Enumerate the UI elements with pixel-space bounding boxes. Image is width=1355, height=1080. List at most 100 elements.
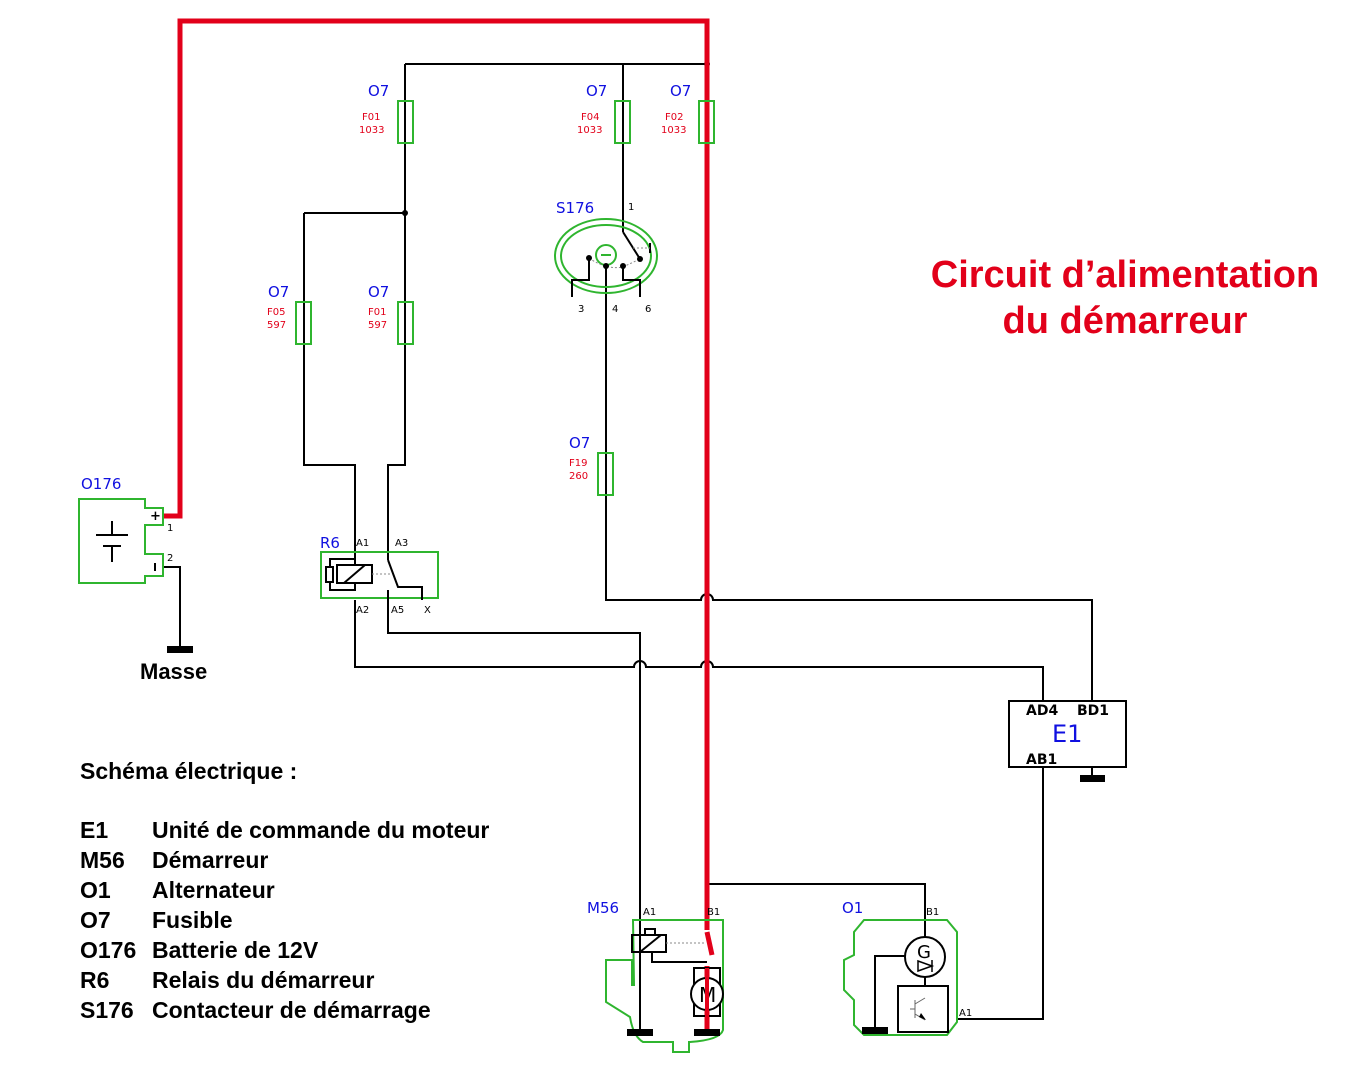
regulator-box: [897, 985, 949, 1033]
pin-label: A5: [391, 605, 404, 616]
relay-outline: [320, 551, 439, 599]
battery-outline: [78, 498, 164, 584]
legend-label: Unité de commande du moteur: [152, 817, 490, 843]
ecu-box: [1008, 700, 1127, 768]
wire-relay-a5-to-starter: [387, 600, 641, 1030]
fuse-ref-label: O7: [368, 283, 389, 301]
wire-ecu-to-alternator: [957, 767, 1044, 1020]
relay-ref-label: R6: [320, 534, 340, 552]
ground-icon: [862, 1027, 888, 1034]
ground-icon: [167, 646, 193, 653]
legend-code: O1: [80, 877, 111, 903]
diode-icon: [917, 959, 935, 973]
fuse-f01-1033: [397, 100, 414, 144]
pin-label: AD4: [1026, 703, 1058, 719]
legend-code: R6: [80, 967, 110, 993]
legend-code: S176: [80, 997, 134, 1023]
wire-relay-a2-to-ecu: [354, 600, 1044, 702]
ground-icon: [627, 1029, 653, 1036]
pin-label: BD1: [1077, 703, 1109, 719]
wire-battery-ground: [164, 566, 181, 648]
fuse-rating-label: 597: [267, 320, 286, 331]
fuses: O7 F01 1033 O7 F04 1033 O7 F02 1033 O7 F…: [267, 82, 715, 496]
fuse-id-label: F04: [581, 112, 599, 123]
ground-icon: [1080, 775, 1105, 782]
pin-label: A1: [643, 907, 656, 918]
legend-label: Fusible: [152, 907, 233, 933]
fuse-id-label: F01: [368, 307, 386, 318]
fuse-f05: [295, 301, 312, 345]
relay-r6: R6 A1 A3 A2 A5 X: [320, 534, 439, 616]
pin-label: B1: [707, 907, 720, 918]
pin-label: A3: [395, 538, 408, 549]
fuse-id-label: F19: [569, 458, 587, 469]
transistor-icon: [910, 997, 926, 1021]
fuse-f04: [614, 100, 631, 144]
legend-label: Alternateur: [152, 877, 275, 903]
legend-label: Contacteur de démarrage: [152, 997, 431, 1023]
fuse-f02: [698, 100, 715, 144]
pin-label: 3: [578, 304, 584, 315]
legend-code: O7: [80, 907, 111, 933]
pin-label: 4: [612, 304, 618, 315]
alternator-o1: O1 B1 A1 G: [842, 899, 972, 1036]
battery-o176: O176 + 1 2: [78, 475, 193, 653]
legend-item: E1 Unité de commande du moteur: [80, 815, 489, 845]
generator-symbol: G: [917, 942, 931, 963]
title-line-2: du démarreur: [1002, 300, 1248, 342]
legend-code: O176: [80, 937, 137, 963]
switch-outline-inner: [560, 224, 652, 288]
title-line-1: Circuit d’alimentation: [930, 254, 1320, 296]
legend: Schéma électrique : E1 Unité de commande …: [80, 758, 489, 1025]
wire-f01-right: [387, 213, 406, 560]
starter-ref-label: M56: [587, 899, 619, 917]
starter-m56: M56 A1 B1 M: [587, 899, 724, 1053]
legend-item: M56 Démarreur: [80, 845, 489, 875]
pin-label: 6: [645, 304, 651, 315]
pin-label: A1: [356, 538, 369, 549]
legend-title: Schéma électrique :: [80, 758, 298, 784]
fuse-ref-label: O7: [586, 82, 607, 100]
legend-code: M56: [80, 847, 125, 873]
fuse-ref-label: O7: [368, 82, 389, 100]
fuse-f01-597: [397, 301, 414, 345]
fuse-id-label: F01: [362, 112, 380, 123]
alternator-outline: [843, 919, 958, 1036]
fuse-rating-label: 260: [569, 471, 588, 482]
wire-f05-left: [303, 213, 356, 565]
ground-icon: [694, 1029, 720, 1036]
fuse-rating-label: 1033: [661, 125, 686, 136]
ecu-ref-label: E1: [1052, 720, 1082, 748]
legend-item: O1 Alternateur: [80, 875, 489, 905]
fuse-rating-label: 1033: [359, 125, 384, 136]
battery-ref-label: O176: [81, 475, 121, 493]
fuse-id-label: F02: [665, 112, 683, 123]
legend-code: E1: [80, 817, 109, 843]
ecu-e1: AD4 BD1 E1 AB1: [1008, 700, 1127, 782]
wire-starter-b1-to-alternator: [707, 883, 926, 937]
ignition-switch-s176: S176 1 3 4 6: [554, 199, 658, 315]
fuse-rating-label: 597: [368, 320, 387, 331]
pin-label: X: [424, 605, 431, 616]
fuse-f19: [597, 452, 614, 496]
pin-label: 1: [167, 523, 173, 534]
pin-label: 1: [628, 202, 634, 213]
pin-label: 2: [167, 553, 173, 564]
fuse-rating-label: 1033: [577, 125, 602, 136]
switch-ref-label: S176: [556, 199, 594, 217]
pin-label: A2: [356, 605, 369, 616]
junction-dot: [402, 210, 408, 216]
legend-label: Démarreur: [152, 847, 269, 873]
legend-label: Relais du démarreur: [152, 967, 375, 993]
ground-label: Masse: [140, 659, 208, 684]
legend-item: O7 Fusible: [80, 905, 489, 935]
pin-label: A1: [959, 1008, 972, 1019]
positive-terminal-label: +: [150, 509, 161, 524]
alternator-ref-label: O1: [842, 899, 863, 917]
pin-label: AB1: [1026, 752, 1057, 768]
fuse-id-label: F05: [267, 307, 285, 318]
legend-item: S176 Contacteur de démarrage: [80, 995, 489, 1025]
pin-label: B1: [926, 907, 939, 918]
